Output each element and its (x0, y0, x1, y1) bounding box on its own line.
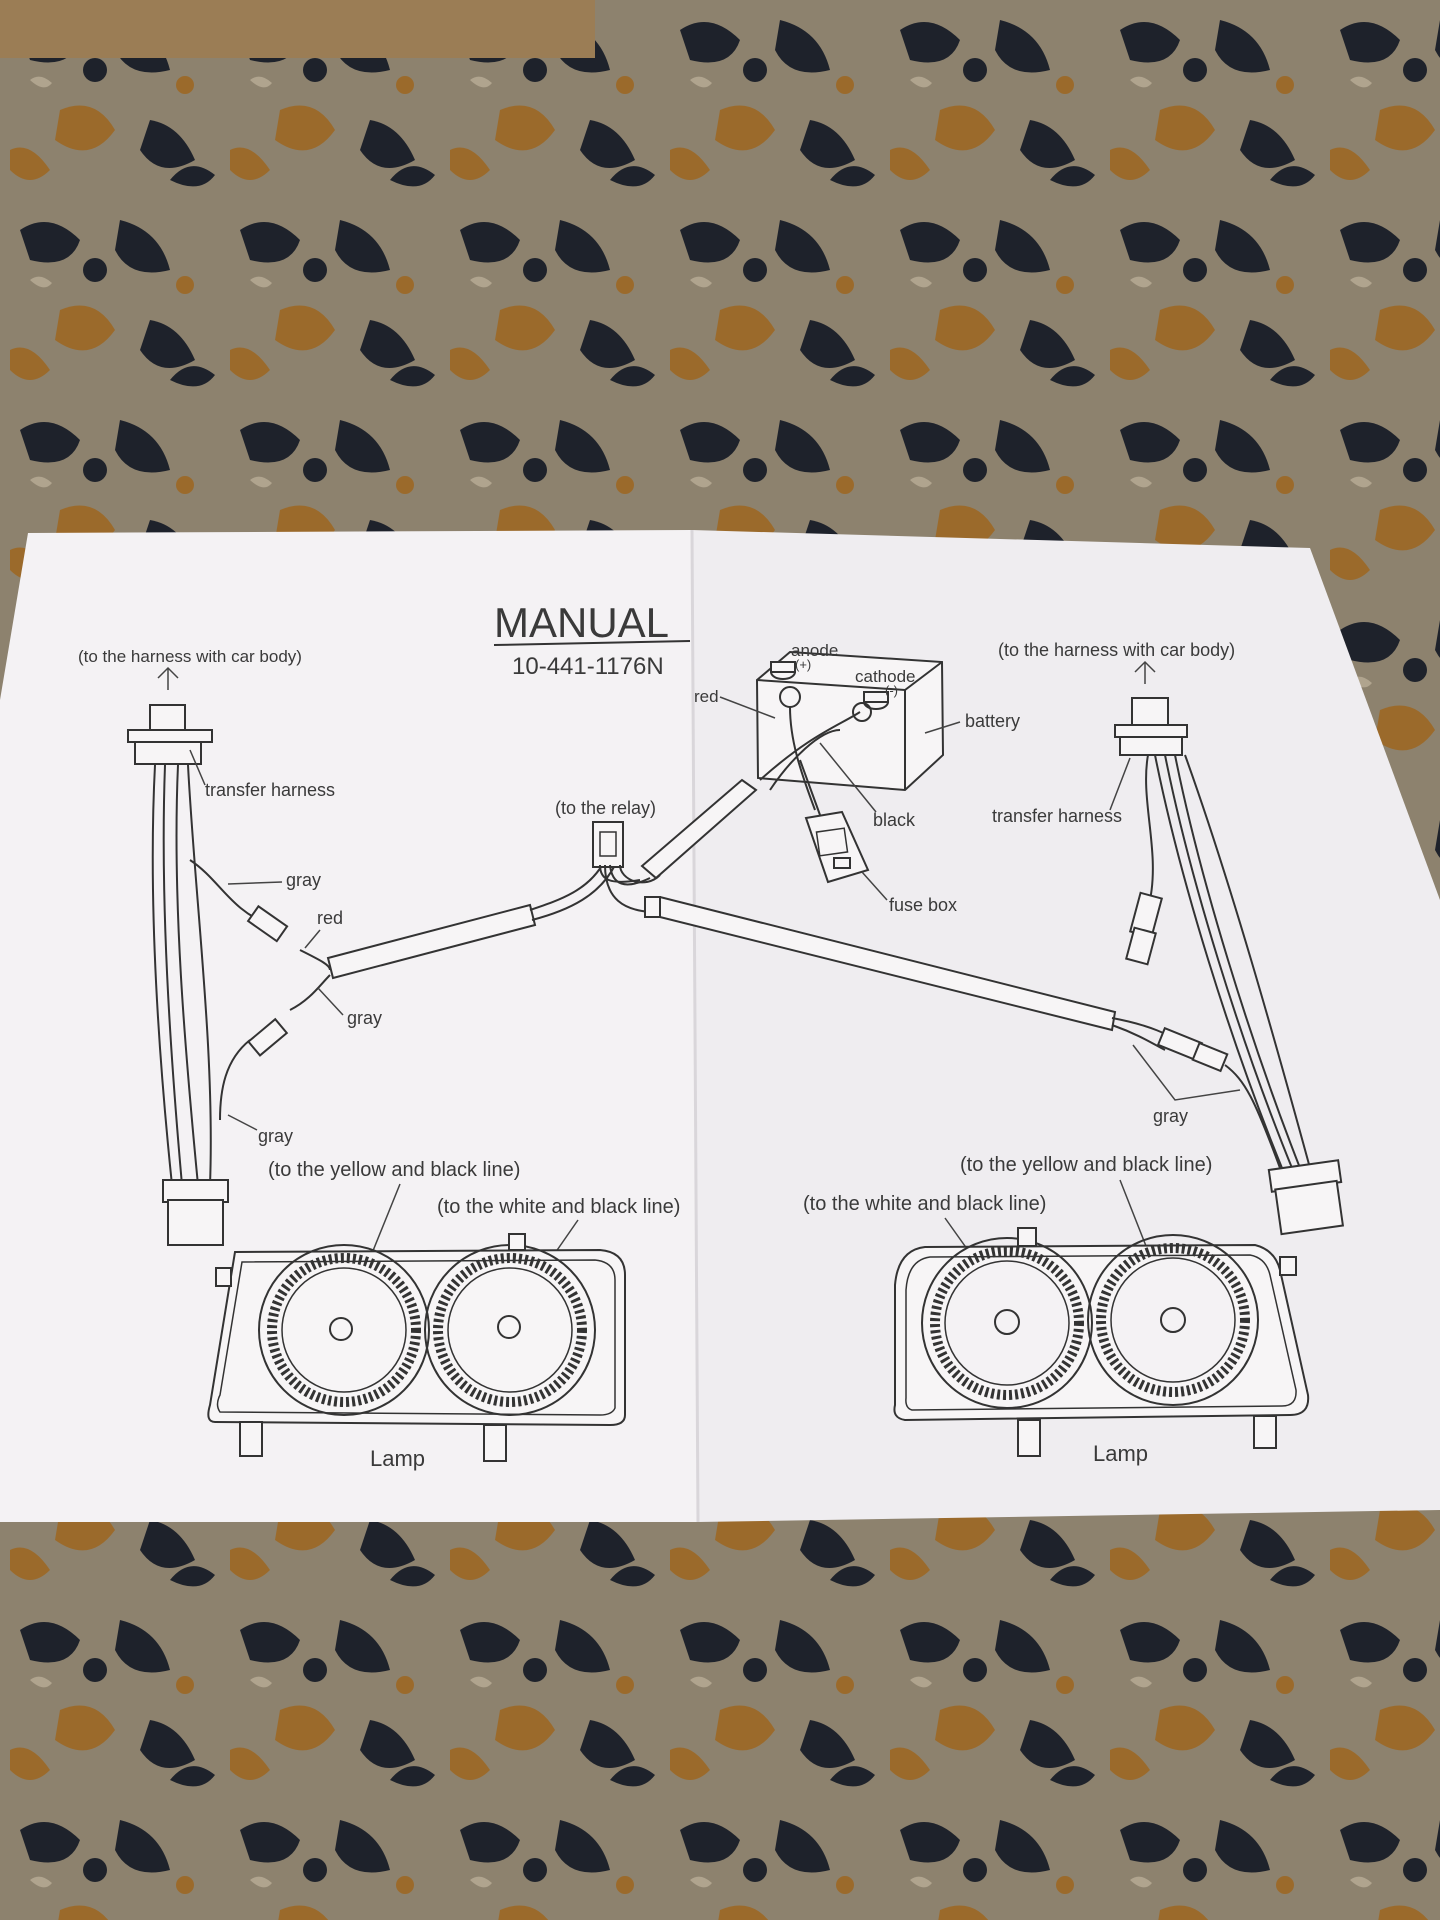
anode-sign: (+) (795, 657, 811, 672)
battery-sleeve (640, 778, 758, 880)
manual-title: MANUAL (494, 599, 669, 646)
left-harness-note: (to the harness with car body) (78, 647, 302, 666)
right-lamp-label: Lamp (1093, 1441, 1148, 1466)
left-to-white-black: (to the white and black line) (437, 1196, 680, 1218)
right-harness-bundle (1145, 754, 1311, 1169)
cathode-sign: (-) (885, 683, 898, 698)
right-to-white-black: (to the white and black line) (803, 1193, 1046, 1215)
left-sleeve (326, 903, 537, 980)
left-wire-gray-3: gray (258, 1126, 293, 1146)
left-wire-gray-1: gray (286, 870, 321, 890)
model-number: 10-441-1176N (512, 653, 664, 680)
right-side-plug (1125, 891, 1164, 966)
right-transfer-harness-label: transfer harness (992, 806, 1122, 826)
to-relay-label: (to the relay) (555, 798, 656, 818)
right-up-arrow-icon (1134, 660, 1156, 684)
battery-cables (759, 686, 872, 816)
left-up-arrow-icon (157, 666, 179, 690)
battery (755, 650, 945, 792)
cathode-label: cathode (855, 667, 916, 686)
right-harness-note: (to the harness with car body) (998, 640, 1235, 660)
left-bottom-connector (162, 1179, 229, 1246)
left-plug-connectors (246, 904, 289, 1057)
anode-label: anode (791, 641, 838, 660)
right-lamp (893, 1227, 1310, 1457)
right-gray-label: gray (1153, 1106, 1188, 1126)
left-lamp (207, 1233, 626, 1462)
red-label: red (694, 687, 719, 706)
cardboard-box (0, 0, 595, 58)
right-plug-connectors (1156, 1026, 1229, 1073)
fuse-box (804, 810, 870, 884)
black-label: black (873, 810, 916, 830)
battery-label: battery (965, 711, 1020, 731)
left-lamp-label: Lamp (370, 1446, 425, 1471)
left-transfer-harness-label: transfer harness (205, 780, 335, 800)
left-top-connector (127, 704, 213, 765)
paper-fold (690, 529, 700, 1523)
right-bottom-connector (1267, 1159, 1345, 1236)
left-wire-gray-2: gray (347, 1008, 382, 1028)
relay-connector (592, 821, 624, 868)
left-to-yellow-black: (to the yellow and black line) (268, 1159, 520, 1181)
right-to-yellow-black: (to the yellow and black line) (960, 1154, 1212, 1176)
fuse-box-label: fuse box (889, 895, 957, 915)
right-top-connector (1114, 697, 1188, 756)
left-wire-red: red (317, 908, 343, 928)
left-harness-bundle (151, 764, 212, 1186)
